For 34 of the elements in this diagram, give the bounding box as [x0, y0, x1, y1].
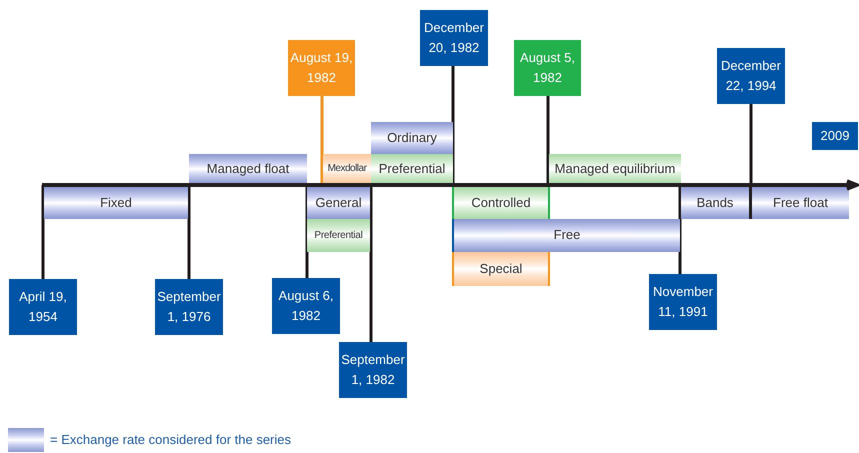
period-bar: General [307, 187, 370, 219]
date-box: August 6, 1982 [272, 278, 340, 334]
connector-line [320, 96, 324, 185]
period-bar: Preferential [307, 219, 370, 252]
date-box: November 11, 1991 [649, 274, 717, 330]
legend-text: = Exchange rate considered for the series [50, 431, 292, 450]
timeline-arrow [42, 179, 859, 191]
connector-line [546, 96, 550, 185]
period-bar: Free [452, 219, 680, 252]
connector-line [370, 185, 372, 342]
connector-line [678, 185, 682, 274]
connector-line [188, 185, 190, 279]
date-box: August 5, 1982 [514, 40, 581, 96]
period-bar: Ordinary [371, 122, 453, 154]
date-box: April 19, 1954 [9, 279, 77, 335]
date-box: September 1, 1976 [155, 279, 223, 335]
date-box: 2009 [812, 122, 858, 150]
period-bar: Managed float [189, 154, 307, 184]
date-box: August 19, 1982 [288, 40, 355, 96]
connector-line [42, 185, 44, 279]
period-bar: Managed equilibrium [549, 154, 681, 184]
period-bar: Controlled [452, 187, 550, 219]
period-bar: Special [452, 252, 550, 286]
connector-line [452, 66, 454, 185]
connector-line [306, 185, 308, 278]
date-box: September 1, 1982 [339, 342, 407, 398]
period-bar: Fixed [44, 187, 188, 219]
period-bar: Free float [752, 187, 849, 219]
connector-line [750, 104, 752, 185]
period-bar: Mexdollar [323, 154, 371, 184]
period-bar: Preferential [371, 154, 453, 184]
period-bar: Bands [681, 187, 752, 219]
date-box: December 20, 1982 [420, 10, 488, 66]
date-box: December 22, 1994 [717, 48, 785, 104]
